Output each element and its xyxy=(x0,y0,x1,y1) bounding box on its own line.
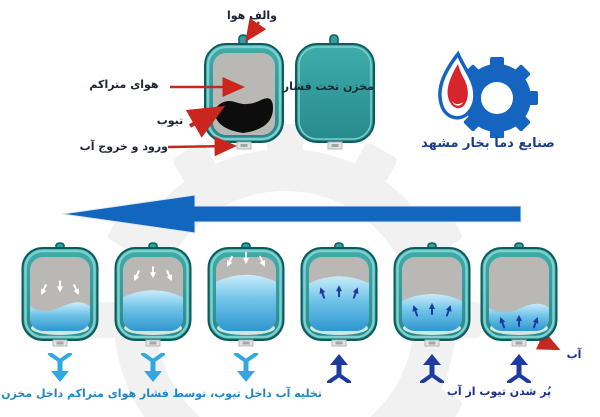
flame-icon xyxy=(438,50,477,120)
stage-tank-svg xyxy=(393,242,471,347)
tank-stage-4-filling-high xyxy=(300,240,378,348)
tube-label: تیوب xyxy=(156,114,184,127)
tank-stage-5-filling-mid xyxy=(393,240,471,348)
stage-tank-svg xyxy=(300,242,378,347)
flow-arrow-stage-6-filling-low xyxy=(506,353,532,383)
company-logo xyxy=(438,50,538,138)
compressed-air-label: هوای متراکم xyxy=(89,78,159,91)
flow-down-arrow xyxy=(48,353,72,382)
pressure-tank-label: مخزن تحت فشار xyxy=(282,80,374,93)
water-inlet-outlet-label: ورود و خروج آب xyxy=(79,140,168,153)
stage-tank-svg xyxy=(207,242,285,347)
water-fill xyxy=(30,302,90,331)
tank-stage-2-discharging-mid xyxy=(114,240,192,348)
flow-arrow-stage-5-filling-mid xyxy=(419,353,445,383)
gear-icon xyxy=(456,57,538,138)
flow-up-arrow xyxy=(507,354,531,383)
tank-stage-3-discharging-high xyxy=(207,240,285,348)
water-label: آب xyxy=(566,348,582,361)
flow-up-arrow xyxy=(327,354,351,383)
stage-tank-svg xyxy=(114,242,192,347)
stage-tank-svg xyxy=(480,242,558,347)
tank-stage-1-discharging-low xyxy=(21,240,99,348)
process-direction-arrow xyxy=(61,194,522,234)
flow-down-arrow xyxy=(234,353,258,382)
tube-bladder xyxy=(214,98,273,133)
flow-arrow-stage-4-filling-high xyxy=(326,353,352,383)
tank-stage-6-filling-low xyxy=(480,240,558,348)
stage-tank-svg xyxy=(21,242,99,347)
discharge-caption: تخلیه آب داخل تیوب، توسط فشار هوای متراک… xyxy=(1,387,322,400)
pressure-tank xyxy=(295,34,375,150)
flow-arrow-stage-3-discharging-high xyxy=(233,353,259,383)
flow-arrow-stage-2-discharging-mid xyxy=(140,353,166,383)
company-name: صنایع دما بخار مشهد xyxy=(421,136,555,151)
water-fill xyxy=(309,276,369,331)
flow-up-arrow xyxy=(420,354,444,383)
filling-caption: پُر شدن تیوب از آب xyxy=(446,385,552,398)
water-fill xyxy=(216,274,276,331)
flow-down-arrow xyxy=(141,353,165,382)
water-fill xyxy=(123,290,183,331)
air-valve-label: والف هوا xyxy=(227,9,277,22)
flow-arrow-stage-1-discharging-low xyxy=(47,353,73,383)
